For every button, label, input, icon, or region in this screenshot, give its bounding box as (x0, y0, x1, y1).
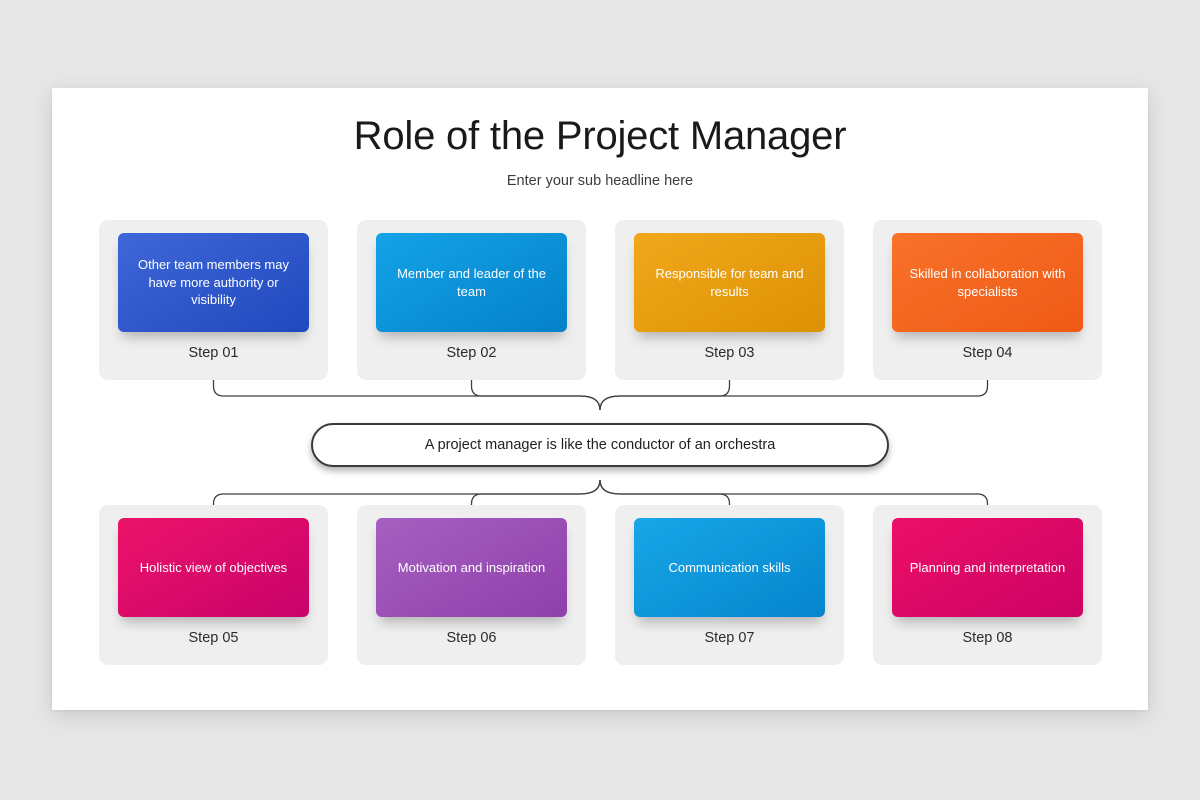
step-text-04: Skilled in collaboration with specialist… (909, 265, 1066, 299)
step-tile-03[interactable]: Responsible for team and results (634, 233, 825, 332)
slide-canvas: Role of the Project Manager Enter your s… (52, 88, 1148, 710)
step-label-03: Step 03 (704, 345, 755, 361)
step-tile-05[interactable]: Holistic view of objectives (118, 518, 309, 617)
step-label-07: Step 07 (704, 630, 755, 646)
step-panel-06[interactable]: Motivation and inspiration Step 06 (357, 505, 586, 665)
step-label-01: Step 01 (188, 345, 239, 361)
step-text-03: Responsible for team and results (655, 265, 804, 299)
step-panel-02[interactable]: Member and leader of the team Step 02 (357, 220, 586, 380)
step-text-08: Planning and interpretation (909, 559, 1066, 575)
step-tile-08[interactable]: Planning and interpretation (892, 518, 1083, 617)
step-text-05: Holistic view of objectives (139, 559, 288, 575)
step-tile-06[interactable]: Motivation and inspiration (376, 518, 567, 617)
step-panel-08[interactable]: Planning and interpretation Step 08 (873, 505, 1102, 665)
center-statement-pill[interactable]: A project manager is like the conductor … (311, 423, 889, 467)
step-label-02: Step 02 (446, 345, 497, 361)
page-title: Role of the Project Manager (353, 114, 847, 158)
step-text-02: Member and leader of the team (397, 265, 546, 299)
page-subtitle: Enter your sub headline here (506, 173, 694, 189)
connector-step-02 (470, 380, 601, 411)
step-label-06: Step 06 (446, 630, 497, 646)
step-tile-07[interactable]: Communication skills (634, 518, 825, 617)
step-tile-01[interactable]: Other team members may have more authori… (118, 233, 309, 332)
connector-step-03 (599, 380, 731, 411)
step-text-07: Communication skills (668, 559, 791, 575)
step-panel-07[interactable]: Communication skills Step 07 (615, 505, 844, 665)
connector-step-01 (212, 380, 601, 411)
center-statement-text: A project manager is like the conductor … (424, 437, 776, 453)
step-text-01: Other team members may have more authori… (138, 257, 289, 308)
step-label-04: Step 04 (962, 345, 1013, 361)
step-tile-02[interactable]: Member and leader of the team (376, 233, 567, 332)
connector-step-04 (599, 380, 989, 411)
step-label-05: Step 05 (188, 630, 239, 646)
step-panel-03[interactable]: Responsible for team and results Step 03 (615, 220, 844, 380)
step-text-06: Motivation and inspiration (397, 559, 546, 575)
step-panel-04[interactable]: Skilled in collaboration with specialist… (873, 220, 1102, 380)
step-panel-05[interactable]: Holistic view of objectives Step 05 (99, 505, 328, 665)
step-panel-01[interactable]: Other team members may have more authori… (99, 220, 328, 380)
step-tile-04[interactable]: Skilled in collaboration with specialist… (892, 233, 1083, 332)
step-label-08: Step 08 (962, 630, 1013, 646)
